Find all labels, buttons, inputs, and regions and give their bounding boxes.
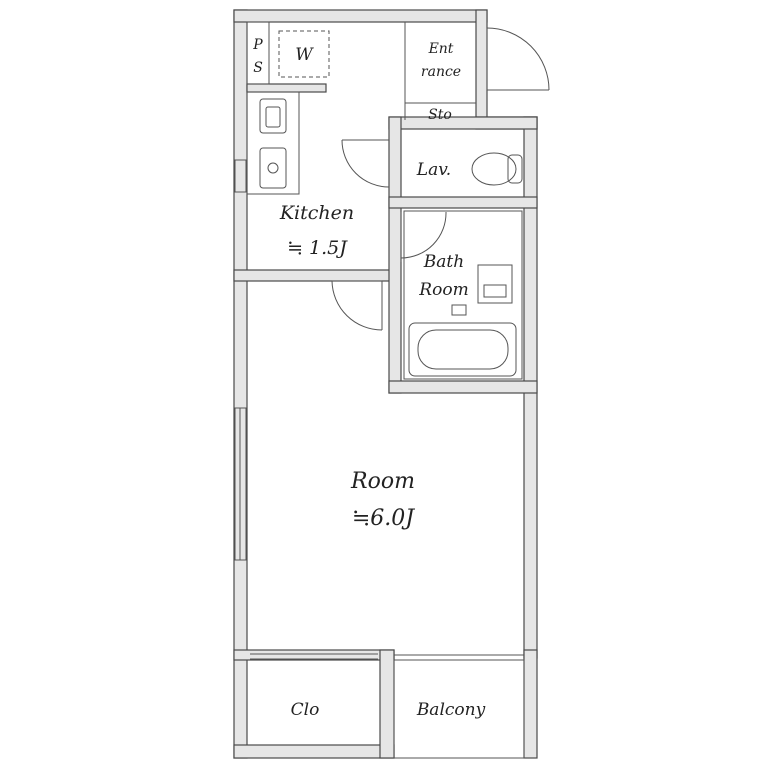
inner-lines: [234, 21, 525, 759]
bath-label-line1: Bath: [423, 252, 464, 272]
closet-label: Clo: [291, 700, 320, 720]
washer-label: W: [295, 45, 314, 65]
balcony-label: Balcony: [416, 700, 486, 720]
lavatory-label: Lav.: [416, 160, 451, 180]
entrance-label-line1: Ent: [428, 41, 454, 57]
kitchen-area: ≒ 1.5J: [287, 237, 348, 259]
bath-label-line2: Room: [418, 280, 468, 300]
door-swings: [331, 27, 550, 331]
pipe-space-label-line2: S: [253, 60, 263, 76]
walls: [233, 9, 538, 759]
storage-label: Sto: [428, 107, 452, 123]
room-area: ≒6.0J: [352, 506, 415, 531]
entrance-label-line2: rance: [421, 64, 461, 80]
kitchen-label: Kitchen: [279, 202, 354, 224]
room-label: Room: [350, 469, 415, 494]
pipe-space-label-line1: P: [252, 37, 263, 53]
